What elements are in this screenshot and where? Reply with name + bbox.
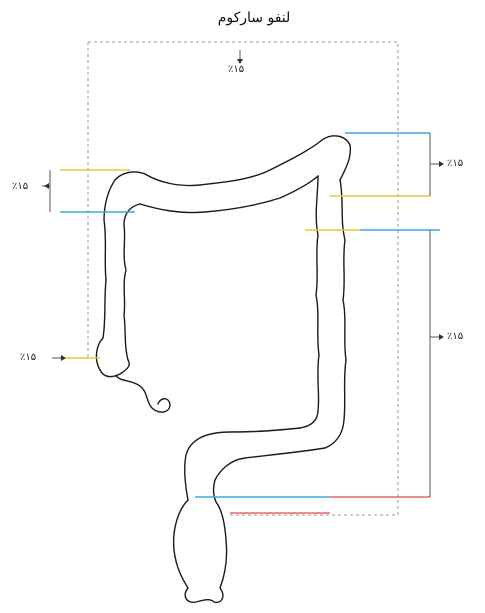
colon-outline xyxy=(96,136,350,602)
diagram-title: لنفو سارکوم xyxy=(206,10,302,26)
label-left-lower-percent: ٪۱۵ xyxy=(20,352,36,364)
label-right-middle-percent: ٪۱۵ xyxy=(447,331,463,343)
label-left-upper-percent: ٪۱۵ xyxy=(12,181,28,193)
dashed-region-box xyxy=(88,42,398,515)
label-pointers xyxy=(42,50,440,497)
label-top-percent: ٪۱۵ xyxy=(228,64,244,76)
marker-lines xyxy=(60,133,440,513)
label-right-upper-percent: ٪۱۵ xyxy=(447,158,463,170)
